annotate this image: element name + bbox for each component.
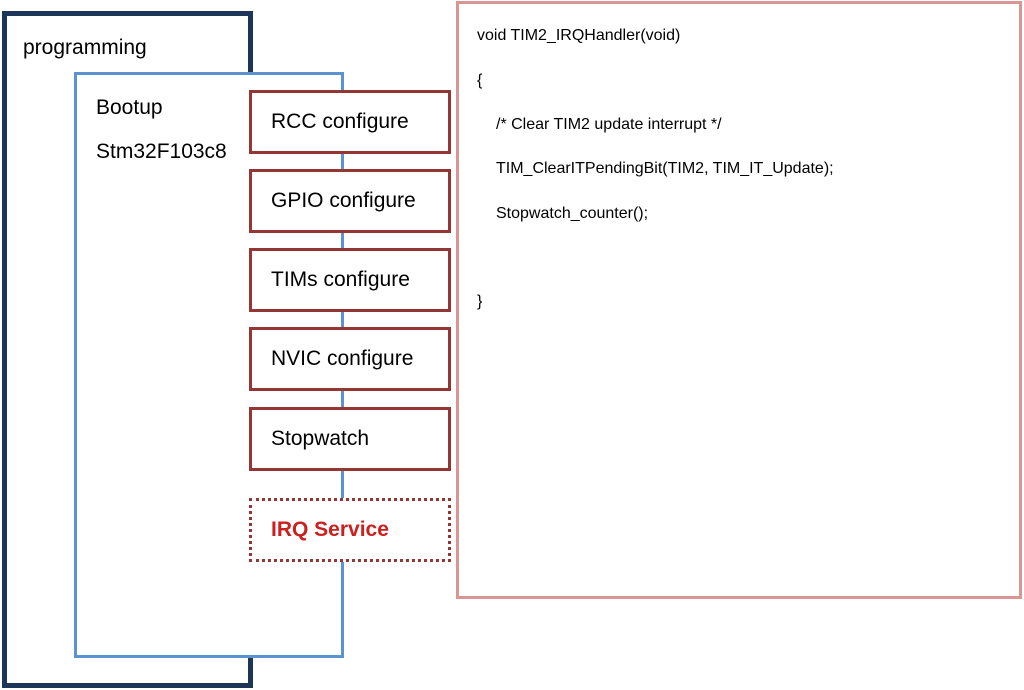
- stopwatch-step: Stopwatch: [249, 407, 451, 471]
- bootup-label: Bootup: [96, 96, 163, 119]
- code-line-close-brace: }: [477, 293, 483, 310]
- rcc-configure-step: RCC configure: [249, 90, 451, 154]
- code-line-open-brace: {: [477, 72, 483, 89]
- code-line-comment: /* Clear TIM2 update interrupt */: [496, 116, 722, 133]
- programming-label: programming: [23, 36, 147, 59]
- nvic-configure-step: NVIC configure: [249, 327, 451, 391]
- tims-configure-step: TIMs configure: [249, 248, 451, 312]
- code-line-counter-call: Stopwatch_counter();: [496, 205, 649, 222]
- code-line-clear-pending: TIM_ClearITPendingBit(TIM2, TIM_IT_Updat…: [496, 160, 834, 177]
- chip-name-label: Stm32F103c8: [96, 140, 227, 163]
- code-line-signature: void TIM2_IRQHandler(void): [477, 27, 681, 44]
- code-panel: [456, 1, 1022, 599]
- gpio-configure-step: GPIO configure: [249, 169, 451, 233]
- irq-service-step: IRQ Service: [249, 498, 451, 562]
